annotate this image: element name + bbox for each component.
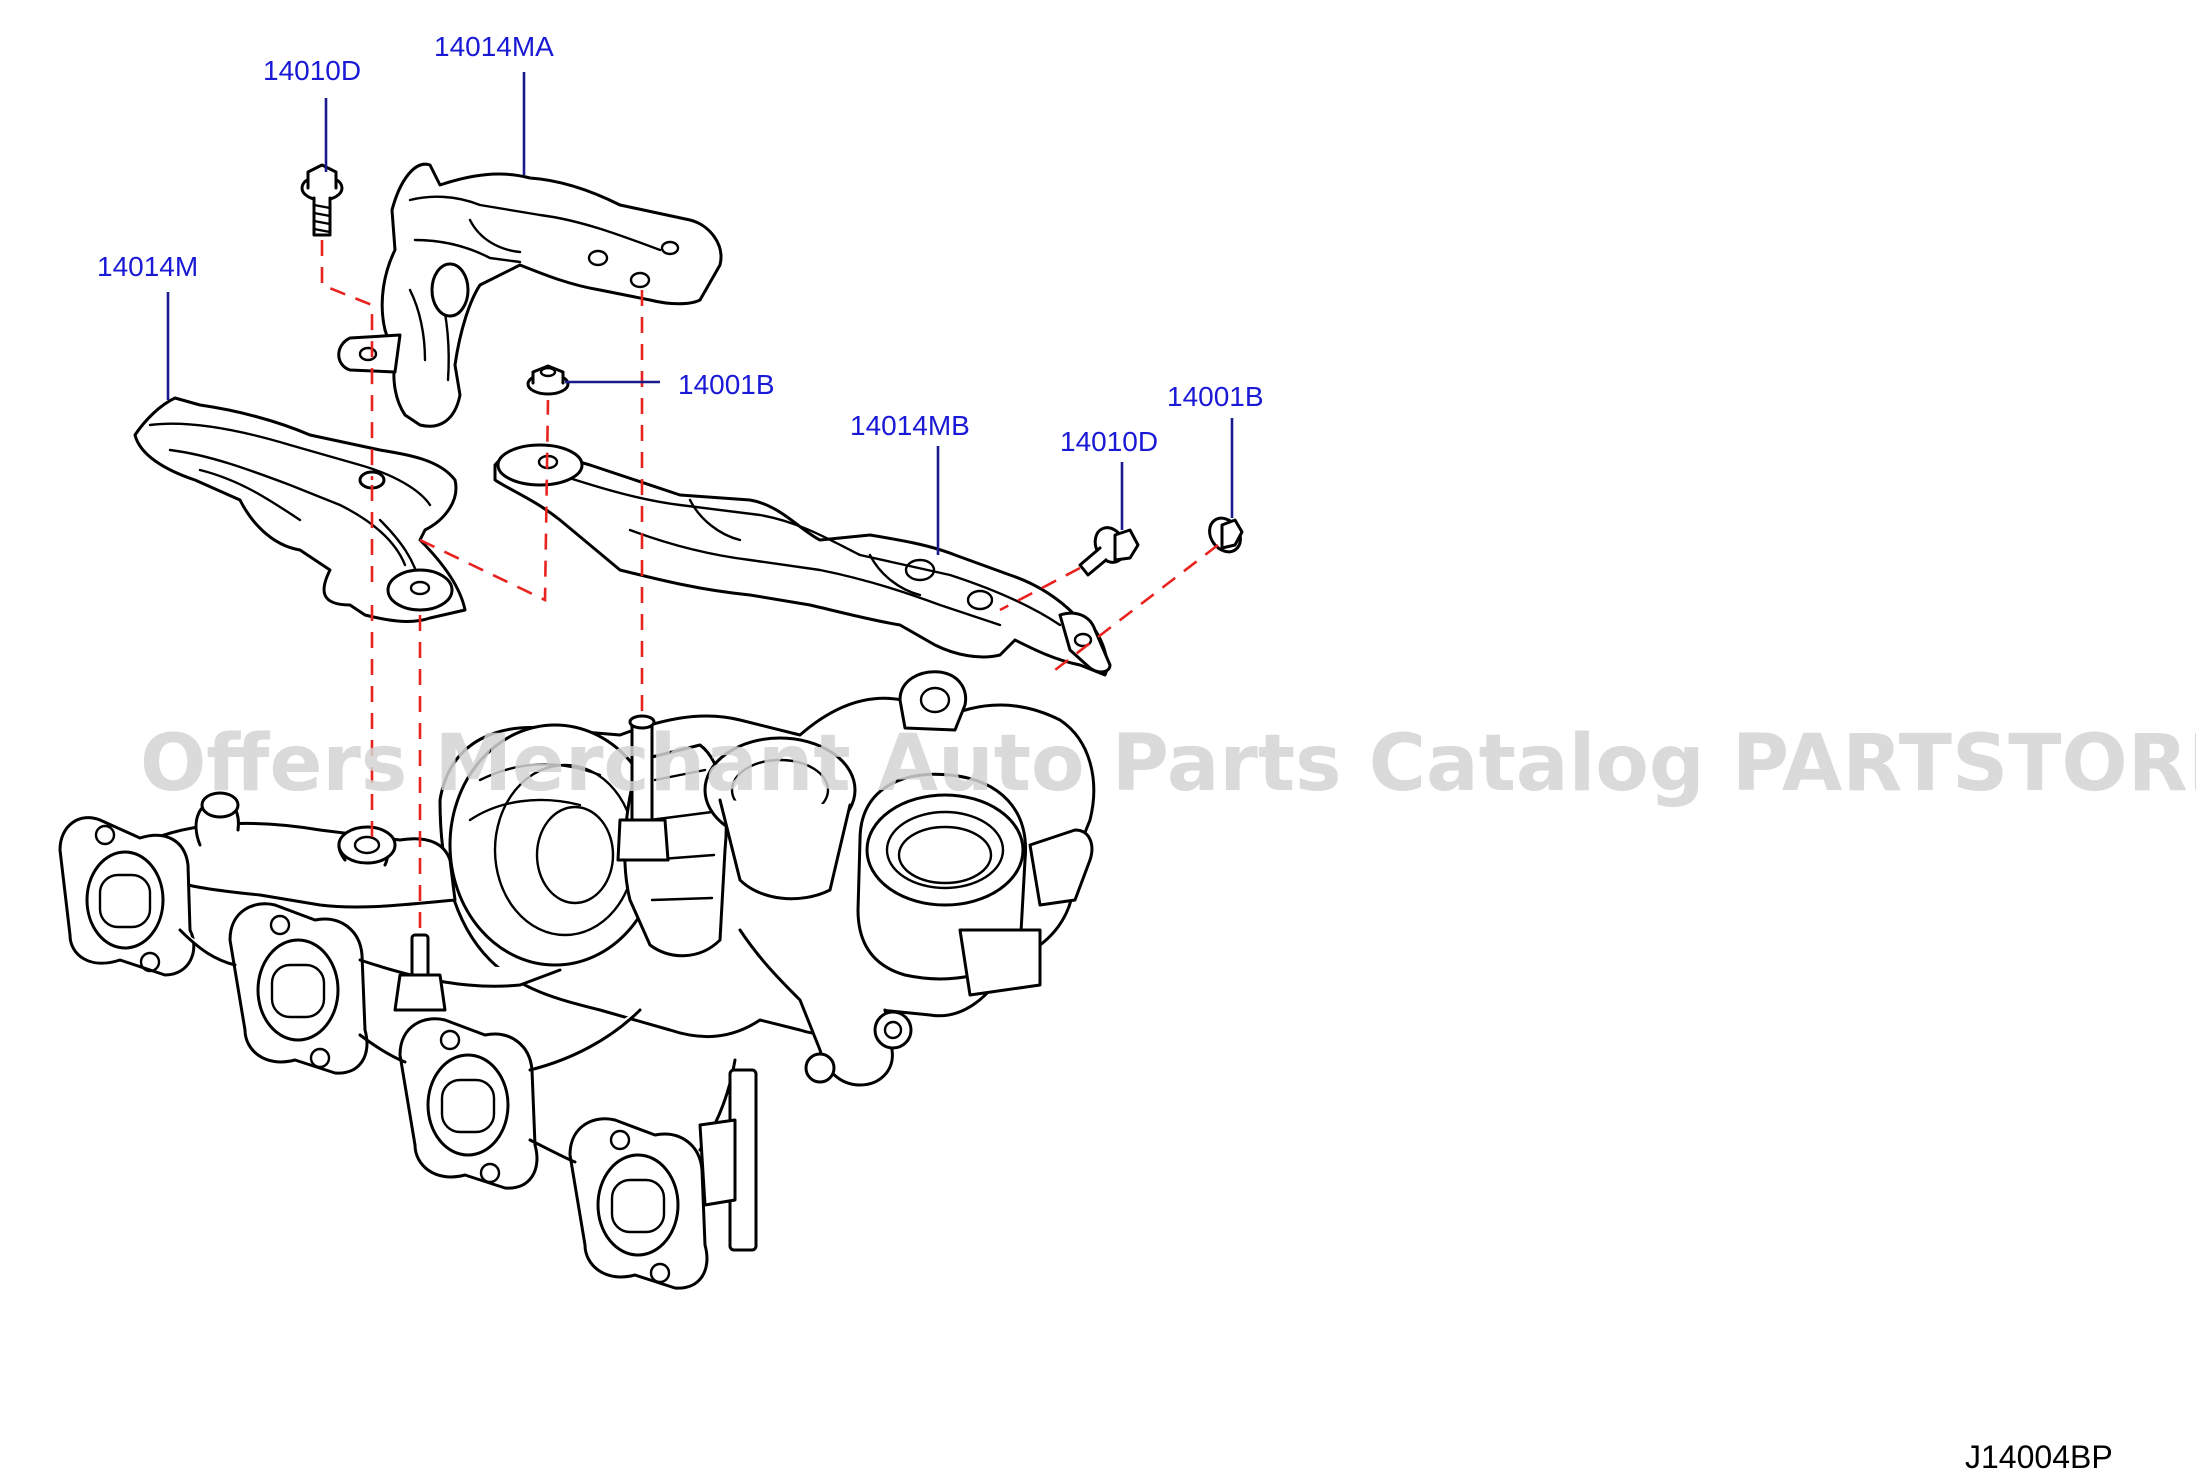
turbine-outlet-bore: [885, 810, 1005, 890]
callout-leaders: [166, 72, 1234, 555]
insulator-14014MA-rib-4: [468, 218, 522, 254]
turbine-outlet-bore-inner: [897, 825, 993, 885]
turbo-top-boss-hole: [919, 686, 951, 714]
runner-boss-2-hole: [353, 835, 381, 855]
port-flange-4-face: [596, 1153, 680, 1257]
bolt-14010D-right-shank: [1078, 546, 1108, 577]
heat-insulator-14014MB: [493, 443, 1112, 677]
guide-line-14001B-mid: [419, 399, 550, 603]
insulator-14014MB-rib-2: [628, 528, 1002, 627]
heat-insulator-14014MA: [337, 162, 723, 428]
turbo-top-boss: [898, 670, 968, 732]
insulator-14014MB-hole-2: [966, 589, 994, 611]
port-flange-1-bolt-hole-a: [94, 824, 116, 846]
port-flange-4-bolt-hole-b: [649, 1262, 671, 1284]
manifold-stud-left: [410, 933, 430, 982]
wastegate-actuator-body: [718, 798, 852, 901]
port-flange-2-bolt-hole-a: [269, 914, 291, 936]
outlet-lower-block: [958, 928, 1042, 997]
port-flange-3-bolt-hole-a: [439, 1029, 461, 1051]
insulator-14014M-rib-1: [148, 422, 432, 507]
bolt-14010D-top-thread: [312, 203, 332, 234]
insulator-14014M-rib-3: [198, 468, 302, 522]
bolt-14010D-right: [1078, 526, 1140, 577]
compressor-rib-1: [478, 763, 602, 782]
turbo-stud-base: [616, 818, 670, 862]
port-flange-1-bolt-hole-b: [139, 951, 161, 973]
diagram-code: J14004BP: [1965, 1439, 2113, 1475]
bolt-14010D-top-head: [306, 163, 338, 190]
port-flange-2-face: [256, 938, 340, 1042]
nut-14001B-mid: [526, 364, 570, 396]
runner-boss-2-top: [337, 825, 397, 865]
heat-insulator-14014M: [133, 396, 467, 623]
nut-14001B-right-body: [1220, 518, 1244, 550]
port-flange-3-face: [426, 1053, 510, 1157]
runner-link-2-3: [358, 1033, 407, 1064]
compressor-core: [535, 805, 615, 905]
insulator-14014MB-rib-1: [558, 473, 1062, 627]
manifold-stud-left-base: [393, 973, 447, 1012]
guide-line-bolt-14010D-right: [999, 566, 1081, 612]
port-flange-1-face: [85, 850, 165, 950]
insulator-14014MA-ear-hole: [358, 346, 378, 362]
turbo-stud-tip: [628, 714, 656, 730]
nut-14001B-mid-bore: [539, 366, 557, 378]
insulator-14014MA-outline: [380, 162, 723, 428]
insulator-14014M-mount-hole: [409, 580, 431, 596]
callout-14010D-right[interactable]: 14010D: [1060, 426, 1158, 457]
runner-boss-1-top: [200, 791, 240, 819]
compressor-rib-2: [468, 798, 582, 822]
port-flange-3-bolt-hole-b: [479, 1162, 501, 1184]
callout-14001B-right[interactable]: 14001B: [1167, 381, 1264, 412]
port-1-opening: [98, 873, 152, 929]
callout-14014MB[interactable]: 14014MB: [850, 410, 970, 441]
bolt-14010D-right-head: [1113, 528, 1140, 562]
assembly-guide-lines: [320, 240, 1219, 935]
callout-labels: 14010D 14014MA 14014M 14001B 14014MB 140…: [97, 31, 1264, 457]
port-flange-2-bolt-hole-b: [309, 1047, 331, 1069]
guide-line-nut-14001B-right: [1054, 543, 1219, 672]
insulator-14014MB-end-hole: [1073, 632, 1093, 648]
insulator-14014MA-hole-1: [587, 249, 609, 267]
port-flange-4-bolt-hole-a: [609, 1129, 631, 1151]
runner-link-3-4: [528, 1138, 577, 1164]
exhaust-manifold-turbocharger-assembly: [58, 670, 1096, 1290]
callout-14001B-mid[interactable]: 14001B: [678, 369, 775, 400]
collector-runner-a: [358, 958, 562, 988]
nut-14001B-right: [1208, 516, 1244, 554]
runner-link-1-2: [178, 928, 237, 967]
insulator-14014MA-mount-ear: [337, 333, 402, 374]
insulator-14014M-outline: [133, 396, 467, 623]
insulator-14014MA-window: [430, 262, 470, 318]
insulator-14014MA-rib-1: [408, 195, 662, 252]
port-2-opening: [270, 963, 326, 1019]
callout-14014M[interactable]: 14014M: [97, 251, 198, 282]
collector-runner-b: [528, 1008, 642, 1072]
port-3-opening: [440, 1078, 496, 1134]
callout-14010D-top[interactable]: 14010D: [263, 55, 361, 86]
callout-14014MA[interactable]: 14014MA: [434, 31, 554, 62]
port-4-opening: [610, 1178, 666, 1234]
housing-lower-boss-2: [873, 1010, 913, 1050]
insulator-14014M-mount-tab: [386, 568, 454, 612]
insulator-14014MA-rib-2: [413, 238, 522, 264]
watermark-text: Offers Merchant Auto Parts Catalog PARTS…: [140, 719, 2196, 809]
housing-lower-boss-1: [804, 1052, 836, 1084]
outlet-side-bracket: [1028, 828, 1094, 907]
bolt-14010D-top: [300, 163, 344, 237]
insulator-14014MA-hole-2: [660, 240, 680, 256]
cartridge-ribs: [646, 768, 716, 902]
insulator-14014M-rib-2: [168, 448, 407, 567]
support-bracket-plate: [698, 1118, 737, 1207]
insulator-14014MB-end-ear: [1058, 611, 1112, 674]
insulator-14014MB-hole-1: [904, 558, 936, 582]
insulator-14014MA-hole-3: [629, 271, 651, 289]
housing-lower-boss-2-hole: [883, 1020, 903, 1040]
insulator-14014MB-rib-3: [688, 498, 922, 597]
